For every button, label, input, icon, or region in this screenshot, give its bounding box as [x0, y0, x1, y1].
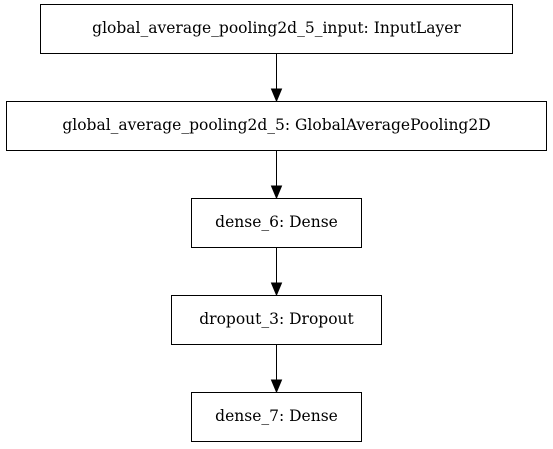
node-label: global_average_pooling2d_5_input: InputL…	[92, 19, 461, 37]
node-label: global_average_pooling2d_5: GlobalAverag…	[62, 116, 490, 134]
node-box	[40, 4, 513, 54]
edge	[270, 54, 283, 103]
edge	[270, 151, 283, 200]
node-box	[191, 392, 362, 442]
node-dropout-3: dropout_3: Dropout	[171, 295, 382, 345]
node-label: dropout_3: Dropout	[199, 310, 354, 328]
edge	[270, 345, 283, 394]
node-box	[191, 198, 362, 248]
node-box	[6, 101, 547, 151]
node-dense-6: dense_6: Dense	[191, 198, 362, 248]
node-label: dense_7: Dense	[215, 407, 338, 425]
node-dense-7: dense_7: Dense	[191, 392, 362, 442]
node-label: dense_6: Dense	[215, 213, 338, 231]
node-global-average-pooling2d-5: global_average_pooling2d_5: GlobalAverag…	[6, 101, 547, 151]
node-global-average-pooling2d-5-input: global_average_pooling2d_5_input: InputL…	[40, 4, 513, 54]
edge	[270, 248, 283, 297]
node-box	[171, 295, 382, 345]
